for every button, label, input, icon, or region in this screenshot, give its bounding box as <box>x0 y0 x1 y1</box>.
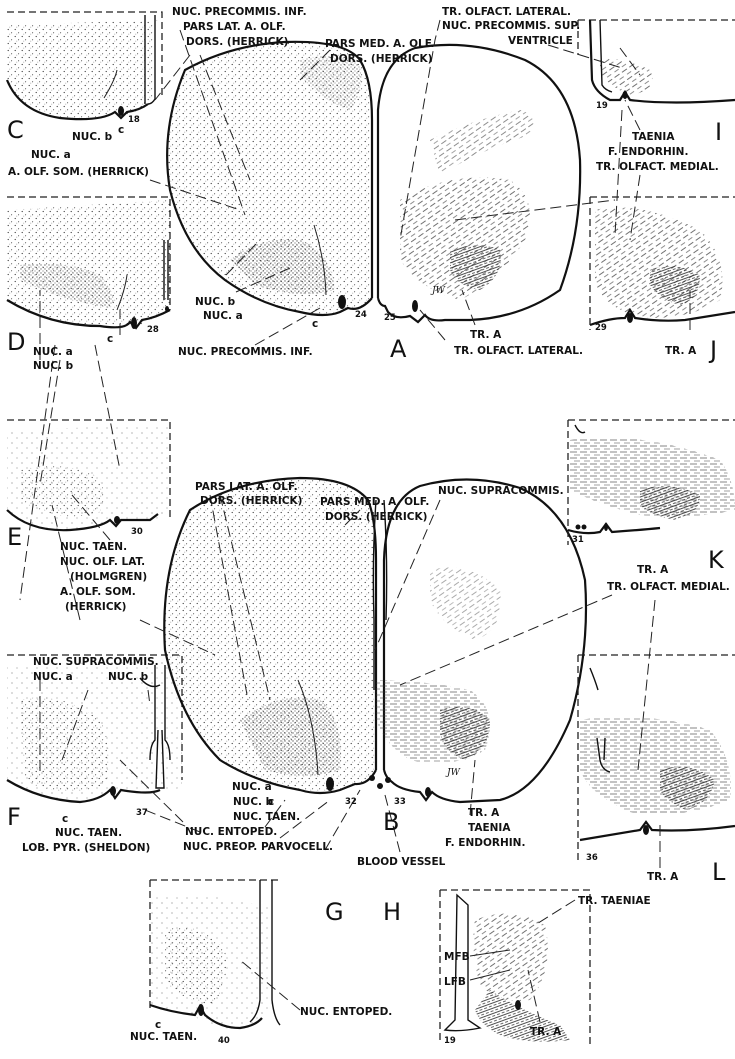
panel-letter-i: I <box>715 118 722 146</box>
section-number-28: 28 <box>147 325 159 335</box>
label-pars-lat-1: PARS LAT. A. OLF. <box>183 21 286 33</box>
label-tr-olf-medial-i: TR. OLFACT. MEDIAL. <box>596 161 719 173</box>
section-number-24: 24 <box>355 310 367 320</box>
panel-h <box>440 890 590 1045</box>
section-number-19: 19 <box>596 101 608 111</box>
label-a-olf-som-b-1: A. OLF. SOM. <box>60 586 136 598</box>
label-c-f: c <box>62 813 68 825</box>
panel-letter-h: H <box>383 898 401 926</box>
panel-letter-b: B <box>383 808 399 836</box>
section-number-37: 37 <box>136 808 148 818</box>
label-taenia-i: TAENIA <box>632 131 675 143</box>
panel-letter-l: L <box>712 858 726 886</box>
panel-letter-k: K <box>708 546 725 574</box>
label-blood-vessel: BLOOD VESSEL <box>357 856 446 868</box>
panel-l <box>578 655 735 860</box>
panel-letter-d: D <box>7 328 25 356</box>
label-f-endorhin-b: F. ENDORHIN. <box>445 837 525 849</box>
label-c-b: c <box>268 796 274 808</box>
label-nuc-precommis-sup: NUC. PRECOMMIS. SUP. <box>442 20 580 32</box>
label-pars-lat-b-1: PARS LAT. A. OLF. <box>195 481 298 493</box>
panel-letter-f: F <box>7 803 21 831</box>
label-nuc-taen-b: NUC. TAEN. <box>233 811 300 823</box>
label-nuc-precommis-inf-bottom: NUC. PRECOMMIS. INF. <box>178 346 313 358</box>
panel-j <box>590 197 735 330</box>
label-c-d: c <box>107 333 113 345</box>
panel-letter-c: C <box>7 116 24 144</box>
label-tr-a-k: TR. A <box>637 564 669 576</box>
label-ventricle: VENTRICLE <box>508 35 573 47</box>
label-nuc-b-d: NUC. b <box>33 360 74 372</box>
section-number-33: 33 <box>394 797 406 807</box>
label-nuc-b-c: NUC. b <box>72 131 113 143</box>
label-nuc-a-a: NUC. a <box>203 310 243 322</box>
label-tr-olf-lat-bottom: TR. OLFACT. LATERAL. <box>454 345 583 357</box>
label-taenia-b: TAENIA <box>468 822 511 834</box>
label-lfb: LFB <box>444 976 466 988</box>
panel-letter-g: G <box>325 898 344 926</box>
artist-signature-b: JW <box>445 768 461 778</box>
label-nuc-preop: NUC. PREOP. PARVOCELL. <box>183 841 333 853</box>
label-nuc-entoped-b: NUC. ENTOPED. <box>185 826 277 838</box>
label-nuc-precommis-inf-top: NUC. PRECOMMIS. INF. <box>172 6 307 18</box>
label-pars-med-b-2: DORS. (HERRICK) <box>325 511 427 523</box>
section-number-30: 30 <box>131 527 143 537</box>
label-pars-lat-b-2: DORS. (HERRICK) <box>200 495 302 507</box>
panel-letter-a: A <box>390 335 407 363</box>
label-nuc-a-b: NUC. a <box>232 781 272 793</box>
label-nuc-b-a: NUC. b <box>195 296 236 308</box>
label-tr-a-h: TR. A <box>530 1026 562 1038</box>
label-f-endorhin-i: F. ENDORHIN. <box>608 146 688 158</box>
section-number-18: 18 <box>128 115 140 125</box>
label-pars-lat-2: DORS. (HERRICK) <box>186 36 288 48</box>
section-a <box>167 42 580 322</box>
label-pars-med-b-1: PARS MED. A. OLF. <box>320 496 429 508</box>
label-nuc-a-f: NUC. a <box>33 671 73 683</box>
label-pars-med-2: DORS. (HERRICK) <box>330 53 432 65</box>
panel-g <box>150 880 280 1028</box>
label-nuc-a-c: NUC. a <box>31 149 71 161</box>
label-tr-olf-medial-k: TR. OLFACT. MEDIAL. <box>607 581 730 593</box>
label-lob-pyr: LOB. PYR. (SHELDON) <box>22 842 150 854</box>
label-tr-a-b: TR. A <box>468 807 500 819</box>
label-nuc-supracommis-f: NUC. SUPRACOMMIS. <box>33 656 159 668</box>
panel-c <box>7 12 162 119</box>
section-number-40: 40 <box>218 1036 230 1046</box>
label-tr-a-l: TR. A <box>647 871 679 883</box>
artist-signature-a: JW <box>430 286 446 296</box>
label-a-olf-som-b-2: (HERRICK) <box>65 601 126 613</box>
label-c-c: c <box>118 124 124 136</box>
label-nuc-olf-lat-1: NUC. OLF. LAT. <box>60 556 145 568</box>
label-nuc-taen-f: NUC. TAEN. <box>55 827 122 839</box>
panel-k <box>568 420 735 545</box>
panel-letter-e: E <box>7 523 22 551</box>
label-nuc-taen-g: NUC. TAEN. <box>130 1031 197 1043</box>
label-c-a: c <box>312 318 318 330</box>
label-tr-taeniae: TR. TAENIAE <box>578 895 651 907</box>
label-nuc-olf-lat-2: (HOLMGREN) <box>70 571 147 583</box>
label-pars-med-1: PARS MED. A. OLF. <box>325 38 434 50</box>
section-number-19-h: 19 <box>444 1036 456 1046</box>
label-nuc-supracommis-b: NUC. SUPRACOMMIS. <box>438 485 564 497</box>
section-number-25: 25 <box>384 313 396 323</box>
label-c-g: c <box>155 1019 161 1031</box>
panel-letter-j: J <box>708 336 717 364</box>
label-tr-olf-lat-top: TR. OLFACT. LATERAL. <box>442 6 571 18</box>
section-number-29: 29 <box>595 323 607 333</box>
panel-d <box>7 197 170 329</box>
label-nuc-b-f: NUC. b <box>108 671 149 683</box>
label-tr-a-a: TR. A <box>470 329 502 341</box>
label-mfb: MFB <box>444 951 470 963</box>
label-a-olf-som-top: A. OLF. SOM. (HERRICK) <box>8 166 149 178</box>
label-nuc-taen-e: NUC. TAEN. <box>60 541 127 553</box>
label-nuc-a-d: NUC. a <box>33 346 73 358</box>
section-number-32: 32 <box>345 797 357 807</box>
section-number-31: 31 <box>572 535 584 545</box>
section-number-36: 36 <box>586 853 598 863</box>
label-nuc-entoped-g: NUC. ENTOPED. <box>300 1006 392 1018</box>
label-tr-a-j: TR. A <box>665 345 697 357</box>
